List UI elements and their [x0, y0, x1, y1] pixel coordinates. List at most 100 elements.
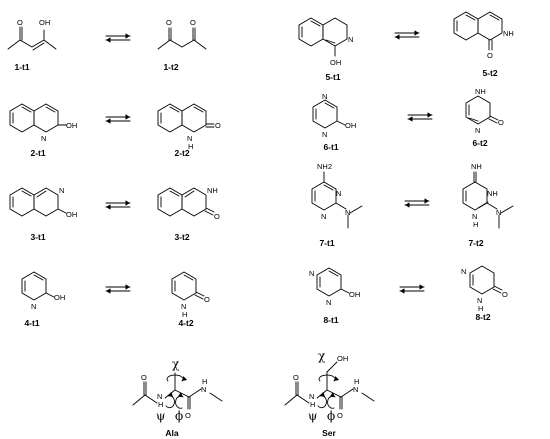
nitrogen-atom: N: [326, 298, 331, 307]
compound-label: 5-t2: [482, 68, 497, 78]
compound-label: 2-t2: [174, 148, 189, 158]
hydroxyl-group: OH: [349, 290, 360, 299]
oxygen-atom: O: [215, 121, 221, 130]
molecule-5-t2: NH O: [453, 11, 514, 60]
nitrogen-atom: N: [157, 392, 162, 401]
hydroxyl-group: OH: [39, 18, 50, 27]
compound-label: 2-t1: [30, 148, 45, 158]
nitrogen-atom: N: [472, 212, 477, 221]
hydroxyl-group: OH: [345, 121, 356, 130]
compound-label: 8-t1: [323, 315, 338, 325]
hydroxyl-group: OH: [337, 354, 348, 363]
molecule-8-t2: N N H O: [461, 265, 508, 313]
equilibrium-arrows: [105, 284, 131, 294]
oxygen-atom: O: [204, 295, 210, 304]
phi-angle-label: ϕ: [327, 409, 335, 423]
hydrogen-atom: H: [202, 377, 207, 386]
oxygen-atom: O: [214, 212, 220, 221]
psi-angle-label: ψ: [156, 409, 165, 423]
compound-label: 5-t1: [325, 72, 340, 82]
nitrogen-atom: N: [475, 126, 480, 135]
hydroxyl-group: OH: [66, 121, 77, 130]
nitrogen-atom: N: [461, 267, 466, 276]
nitrogen-atom: N: [477, 296, 482, 305]
hydroxyl-group: OH: [66, 210, 77, 219]
equilibrium-arrows: [105, 33, 131, 43]
oxygen-atom: O: [498, 118, 504, 127]
compound-label: 6-t2: [472, 138, 487, 148]
nitrogen-atom: N: [31, 302, 36, 311]
hydrogen-atom: H: [182, 310, 187, 319]
nh-group: NH: [207, 186, 218, 195]
hydrogen-atom: H: [478, 304, 483, 313]
molecule-7-t1: NH2 N N N: [311, 162, 363, 229]
nitrogen-atom: N: [322, 92, 327, 101]
nitrogen-atom: N: [309, 269, 314, 278]
equilibrium-arrows: [105, 114, 131, 124]
oxygen-atom: O: [166, 18, 172, 27]
compound-label: 1-t2: [163, 62, 178, 72]
nitrogen-atom: N: [322, 130, 327, 139]
nitrogen-atom: N: [181, 302, 186, 311]
hydrogen-atom: H: [473, 220, 478, 229]
compound-label: 8-t2: [475, 312, 490, 322]
equilibrium-arrows: [394, 30, 420, 40]
molecule-3-t1: N OH: [9, 186, 77, 219]
amino-group: NH2: [317, 162, 332, 171]
oxygen-atom: O: [17, 18, 23, 27]
phi-angle-label: ϕ: [175, 409, 183, 423]
compound-label: 3-t2: [174, 232, 189, 242]
nitrogen-atom: N: [41, 134, 46, 143]
imino-nh: NH: [471, 162, 482, 171]
nitrogen-atom: N: [496, 208, 501, 217]
chi-angle-label: χ: [172, 357, 180, 371]
molecule-6-t2: NH N O: [465, 87, 504, 135]
compound-label: 1-t1: [14, 62, 29, 72]
nitrogen-atom: N: [336, 189, 341, 198]
hydrogen-atom: H: [188, 142, 193, 151]
hydroxyl-group: OH: [54, 293, 65, 302]
equilibrium-arrows: [407, 112, 433, 122]
compound-label: 4-t1: [24, 318, 39, 328]
oxygen-atom: O: [487, 51, 493, 60]
molecule-4-t1: N OH: [21, 271, 65, 311]
oxygen-atom: O: [185, 411, 191, 420]
oxygen-atom: O: [190, 18, 196, 27]
compound-label: Ser: [322, 428, 336, 438]
hydrogen-atom: H: [310, 400, 315, 409]
molecule-2-t2: N H O: [157, 103, 221, 151]
compound-label: Ala: [165, 428, 179, 438]
compound-label: 6-t1: [323, 142, 338, 152]
compound-label: 7-t1: [319, 238, 334, 248]
molecule-4-t2: N H O: [171, 271, 210, 319]
nitrogen-atom: N: [353, 385, 358, 394]
chi-angle-label: χ: [318, 349, 326, 363]
nitrogen-atom: N: [348, 35, 353, 44]
nitrogen-atom: N: [201, 385, 206, 394]
nitrogen-atom: N: [309, 392, 314, 401]
oxygen-atom: O: [337, 411, 343, 420]
nh-group: NH: [503, 29, 514, 38]
equilibrium-arrows: [399, 284, 425, 294]
dipeptide-ala: O N H O N H χ ψ ϕ: [132, 357, 223, 423]
compound-label: 3-t1: [30, 232, 45, 242]
nh-group: NH: [487, 189, 498, 198]
oxygen-atom: O: [293, 373, 299, 382]
nitrogen-atom: N: [187, 134, 192, 143]
compound-label: 7-t2: [468, 238, 483, 248]
psi-angle-label: ψ: [308, 409, 317, 423]
oxygen-atom: O: [502, 290, 508, 299]
oxygen-atom: O: [141, 373, 147, 382]
equilibrium-arrows: [404, 198, 430, 208]
molecule-1-t1: O OH: [7, 18, 57, 51]
hydroxyl-group: OH: [330, 58, 341, 67]
molecule-7-t2: NH NH N H N: [462, 162, 514, 229]
molecule-1-t2: O O: [157, 18, 207, 50]
nh-group: NH: [475, 87, 486, 96]
molecule-2-t1: N OH: [9, 103, 77, 143]
hydrogen-atom: H: [158, 400, 163, 409]
nitrogen-atom: N: [345, 208, 350, 217]
molecule-5-t1: N OH: [298, 17, 353, 67]
molecule-6-t1: N N OH: [312, 92, 356, 139]
